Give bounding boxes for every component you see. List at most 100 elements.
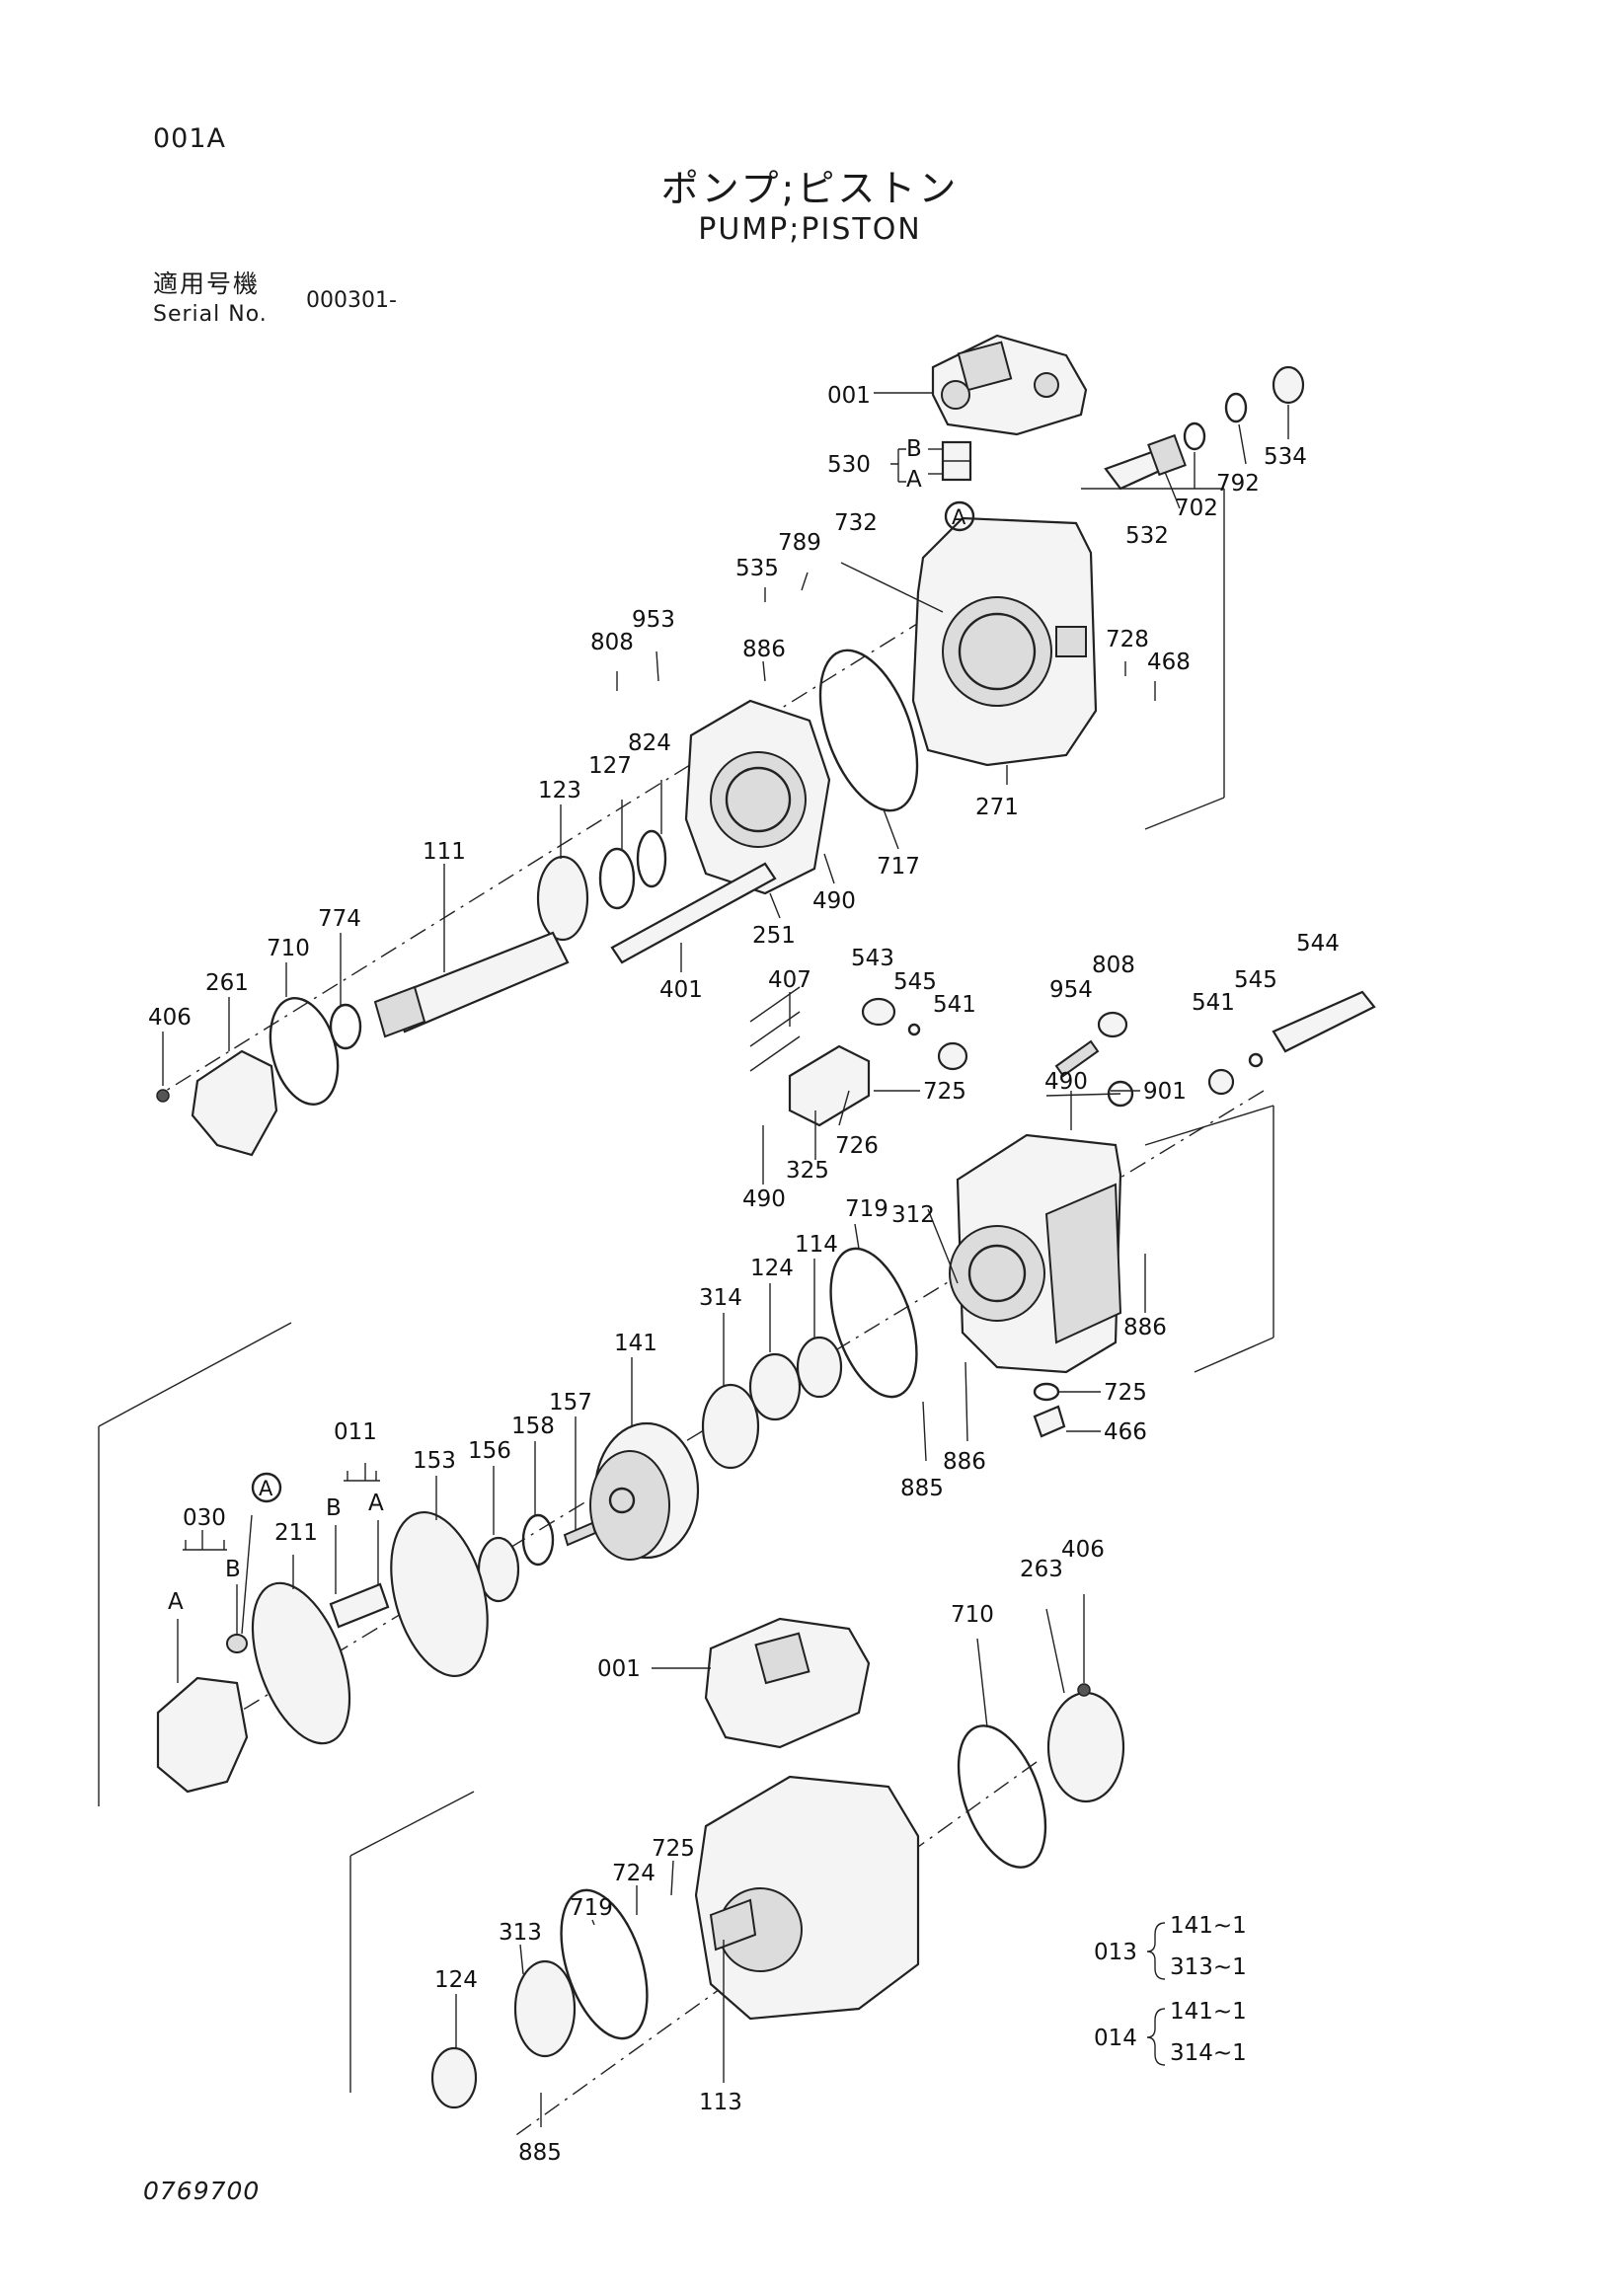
cap-534 xyxy=(1272,365,1305,405)
label-885-bottom: 885 xyxy=(518,2140,562,2166)
label-886-top: 886 xyxy=(742,637,786,662)
setplate-153 xyxy=(390,1510,489,1678)
label-901: 901 xyxy=(1143,1079,1187,1105)
label-211: 211 xyxy=(274,1520,318,1546)
label-124-bottom: 124 xyxy=(434,1967,478,1993)
label-808-top: 808 xyxy=(590,630,634,655)
label-271: 271 xyxy=(975,795,1019,820)
label-543: 543 xyxy=(851,946,894,971)
valveblock-312 xyxy=(949,1133,1122,1374)
label-ref-a-lower: A xyxy=(259,1477,273,1500)
label-728: 728 xyxy=(1106,627,1149,652)
label-251: 251 xyxy=(752,923,796,949)
swashplate-030 xyxy=(156,1634,249,1794)
label-534: 534 xyxy=(1264,444,1307,470)
kit-013-item-2: 313~1 xyxy=(1170,1954,1247,1980)
regulator-001-top xyxy=(931,334,1088,436)
bearing-123 xyxy=(536,855,589,942)
ball-545b xyxy=(1248,1052,1264,1068)
label-407: 407 xyxy=(768,967,811,993)
leader-lines xyxy=(162,392,1289,2127)
ref-a-circle xyxy=(944,500,975,532)
bearing-114 xyxy=(796,1336,843,1399)
seat-541a xyxy=(937,1041,968,1071)
spindle-532 xyxy=(1104,433,1187,491)
cover-263 xyxy=(1046,1691,1125,1803)
label-406-bottom: 406 xyxy=(1061,1537,1105,1563)
label-953: 953 xyxy=(632,607,675,633)
label-466: 466 xyxy=(1104,1419,1147,1445)
oring-710-bottom xyxy=(957,1724,1047,1869)
callout-labels: 001 530 B A A 532 702 792 534 732 789 53… xyxy=(148,383,1340,2166)
label-824: 824 xyxy=(628,730,671,756)
cylinder-141 xyxy=(589,1421,700,1561)
kit-014-code: 014 xyxy=(1094,2026,1137,2051)
bearing-124-bottom xyxy=(430,2046,478,2109)
label-468: 468 xyxy=(1147,650,1191,675)
label-313: 313 xyxy=(499,1920,542,1946)
label-725-bottom: 725 xyxy=(652,1836,695,1862)
label-111: 111 xyxy=(423,839,466,865)
label-717: 717 xyxy=(877,854,920,880)
label-719-bottom: 719 xyxy=(570,1895,613,1921)
page-code: 001A xyxy=(153,123,227,154)
plate-211 xyxy=(251,1581,351,1745)
label-545-left: 545 xyxy=(893,969,937,995)
label-545-right: 545 xyxy=(1234,967,1277,993)
label-123: 123 xyxy=(538,778,581,804)
oring-719-bottom xyxy=(560,1888,649,2040)
label-732: 732 xyxy=(834,510,878,536)
bolt-406-bottom xyxy=(1077,1683,1091,1697)
label-153: 153 xyxy=(413,1448,456,1474)
nut-808b xyxy=(1097,1011,1128,1038)
label-725-top: 725 xyxy=(923,1079,966,1105)
label-710-top: 710 xyxy=(267,936,310,961)
kit-014-item-1: 141~1 xyxy=(1170,1999,1247,2025)
label-885-top: 885 xyxy=(900,1476,944,1501)
pin-544 xyxy=(1272,990,1376,1053)
screw-954 xyxy=(1054,1039,1100,1078)
oring-710-top xyxy=(269,997,340,1106)
ring-824 xyxy=(636,829,667,888)
oring-717 xyxy=(818,649,919,812)
label-719-top: 719 xyxy=(845,1196,888,1222)
label-886-bottom: 886 xyxy=(943,1449,986,1475)
label-325: 325 xyxy=(786,1158,829,1184)
bolt-406-top xyxy=(156,1089,170,1103)
label-789: 789 xyxy=(778,530,821,556)
label-124-top: 124 xyxy=(750,1256,794,1281)
label-261: 261 xyxy=(205,970,249,996)
ring-725b xyxy=(1033,1382,1060,1402)
label-535: 535 xyxy=(735,556,779,581)
label-030-a: A xyxy=(168,1589,184,1615)
bearing-124-top xyxy=(748,1352,802,1421)
drawing-number: 0769700 xyxy=(143,2177,261,2205)
label-030: 030 xyxy=(183,1505,226,1531)
kit-013-code: 013 xyxy=(1094,1940,1137,1965)
label-113: 113 xyxy=(699,2090,742,2115)
block-530 xyxy=(941,440,972,482)
label-530: 530 xyxy=(827,452,871,478)
piston-011 xyxy=(329,1582,390,1629)
cover-261 xyxy=(191,1049,278,1157)
label-001-bottom: 001 xyxy=(597,1656,641,1682)
label-490-left: 490 xyxy=(742,1186,786,1212)
pump-assembly-113 xyxy=(694,1775,920,2021)
kit-013-item-1: 141~1 xyxy=(1170,1913,1247,1939)
label-532: 532 xyxy=(1125,523,1169,549)
spring-157 xyxy=(563,1521,597,1547)
serial-number-value: 000301- xyxy=(306,288,397,313)
label-263: 263 xyxy=(1020,1557,1063,1582)
serial-label-japanese: 適用号機 xyxy=(153,269,261,298)
page-title-japanese: ポンプ;ピストン xyxy=(660,167,960,210)
plug-466 xyxy=(1033,1405,1066,1438)
label-490-top: 490 xyxy=(812,888,856,914)
label-314: 314 xyxy=(699,1285,742,1311)
label-011-a: A xyxy=(368,1491,384,1516)
label-808-right: 808 xyxy=(1092,953,1135,978)
label-141: 141 xyxy=(614,1331,657,1356)
label-158: 158 xyxy=(511,1414,555,1439)
ring-702 xyxy=(1183,421,1206,451)
kit-013-brace xyxy=(1146,1922,1166,1980)
